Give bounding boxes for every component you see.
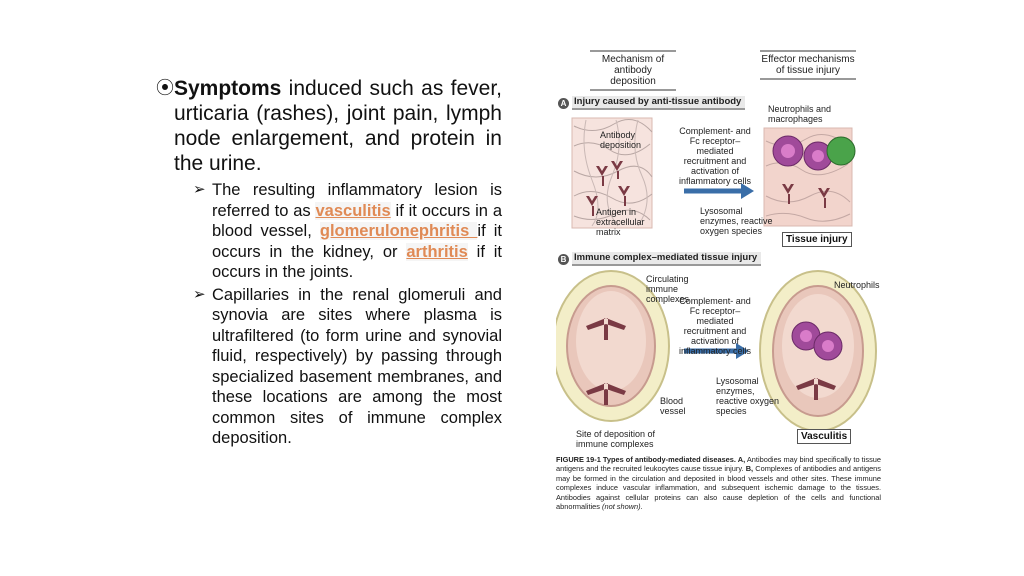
panel-a-injured-tissue: [763, 127, 856, 227]
text-column: ⦿Symptoms induced such as fever, urticar…: [156, 76, 502, 451]
panel-b-vessel: [556, 270, 670, 422]
sub-bullet-list: ➢ The resulting inflammatory lesion is re…: [193, 180, 502, 449]
label-lysosomal-a: Lysosomal enzymes, reactive oxygen speci…: [700, 206, 773, 236]
arrow-bullet-icon: ➢: [193, 285, 206, 303]
caption-end: .: [640, 502, 643, 512]
caption-label: FIGURE 19-1 Types of antibody-mediated d…: [556, 455, 746, 464]
main-bullet: ⦿Symptoms induced such as fever, urticar…: [156, 76, 502, 176]
heading-antibody-deposition: Mechanism of antibody deposition: [590, 50, 676, 91]
arrow-bullet-icon: ➢: [193, 181, 206, 198]
label-antibody-deposition: Antibody deposition: [600, 130, 642, 150]
term-arthritis: arthritis: [406, 242, 468, 261]
caption-b-label: B,: [745, 464, 754, 474]
panel-a-tissue: [571, 117, 653, 229]
lesion-text-1: The resulting inflammatory lesion is ref…: [212, 181, 502, 220]
figure-antibody-mediated-diseases: Mechanism of antibody deposition Effecto…: [556, 46, 881, 516]
symptoms-text: induced such as fever, urticaria (rashes…: [174, 77, 502, 175]
lesion-text-2: if it occurs in a blood vessel,: [212, 201, 503, 241]
capillaries-text: Capillaries in the renal glomeruli and s…: [212, 285, 502, 448]
circle-bullet-icon: ⦿: [156, 78, 174, 98]
label-circulating-complexes: Circulating immune complexes: [646, 274, 690, 304]
panel-b-tag: B Immune complex–mediated tissue injury: [558, 252, 762, 266]
caption-italic: (not shown): [602, 502, 641, 512]
label-complement-fc-b: Complement- and Fc receptor– mediated re…: [678, 296, 752, 356]
caption-text-1: Antibodies may bind specifically to tiss…: [556, 455, 881, 474]
label-site-deposition: Site of deposition of immune complexes: [576, 429, 656, 449]
panel-b-inflamed-vessel: [759, 270, 877, 432]
result-tissue-injury: Tissue injury: [782, 232, 852, 247]
lesion-text-4: if it occurs in the joints.: [212, 242, 502, 282]
label-neutrophils-macrophages: Neutrophils and macrophages: [768, 104, 832, 124]
figure-caption: FIGURE 19-1 Types of antibody-mediated d…: [556, 455, 881, 511]
panel-a-title: Injury caused by anti-tissue antibody: [572, 96, 746, 110]
result-vasculitis: Vasculitis: [797, 429, 852, 444]
label-antigen-ecm: Antigen in extracellular matrix: [596, 207, 645, 237]
lesion-text-3: if it occurs in the kidney, or: [212, 222, 502, 261]
panel-b-title: Immune complex–mediated tissue injury: [572, 252, 762, 266]
panel-a-letter: A: [558, 97, 569, 109]
term-vasculitis: vasculitis: [315, 201, 391, 220]
sub-bullet-lesion: ➢ The resulting inflammatory lesion is re…: [193, 180, 502, 283]
panel-a-tag: A Injury caused by anti-tissue antibody: [558, 96, 746, 110]
caption-text-2: Complexes of antibodies and antigens may…: [556, 464, 881, 512]
symptoms-lead: Symptoms: [174, 77, 282, 100]
figure-illustration: [556, 117, 877, 432]
label-lysosomal-b: Lysosomal enzymes, reactive oxygen speci…: [716, 376, 780, 416]
sub-bullet-capillaries: ➢ Capillaries in the renal glomeruli and …: [193, 285, 502, 449]
label-complement-fc-a: Complement- and Fc receptor– mediated re…: [678, 126, 752, 186]
panel-b-letter: B: [558, 253, 569, 265]
label-neutrophils: Neutrophils: [834, 280, 880, 290]
heading-effector-mechanisms: Effector mechanisms of tissue injury: [760, 50, 856, 80]
label-blood-vessel: Blood vessel: [660, 396, 686, 416]
term-glomerulonephritis: glomerulonephritis: [319, 222, 478, 240]
